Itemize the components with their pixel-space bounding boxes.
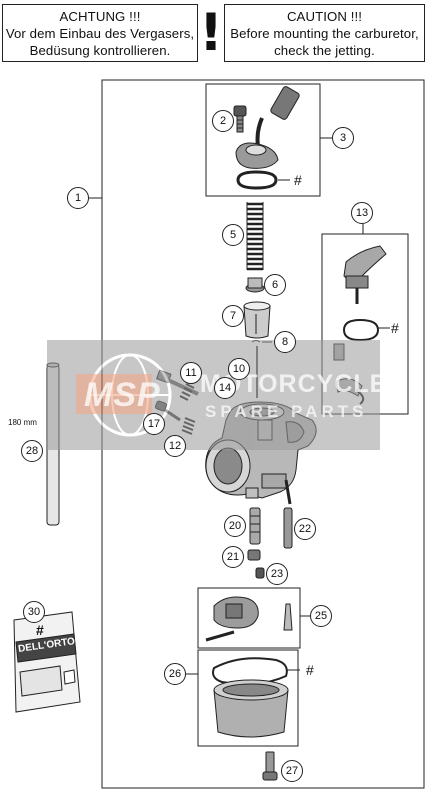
hose-length-label: 180 mm bbox=[8, 418, 37, 427]
warning-exclamation-icon: ! bbox=[199, 3, 223, 63]
watermark-line2: SPARE PARTS bbox=[205, 402, 368, 421]
callout-6: 6 bbox=[264, 274, 286, 296]
packet-hash-mark: # bbox=[36, 622, 44, 638]
group-box-26 bbox=[197, 649, 299, 747]
callout-1: 1 bbox=[67, 187, 89, 209]
warning-title-en: CAUTION !!! bbox=[286, 9, 363, 24]
warning-line2-de: Bedüsung kontrollieren. bbox=[29, 43, 171, 58]
callout-20: 20 bbox=[224, 515, 246, 537]
callout-21: 21 bbox=[222, 546, 244, 568]
warning-line1-en: Before mounting the carburetor, bbox=[230, 26, 419, 41]
callout-13: 13 bbox=[351, 202, 373, 224]
part-21-main-jet bbox=[247, 549, 261, 561]
callout-11: 11 bbox=[180, 362, 202, 384]
warning-line2-en: check the jetting. bbox=[274, 43, 375, 58]
part-26-float-bowl bbox=[212, 657, 300, 738]
part-3-cable-fitting bbox=[235, 86, 300, 190]
hash-mark-3: # bbox=[294, 172, 302, 188]
warning-title-de: ACHTUNG !!! bbox=[59, 9, 141, 24]
callout-17: 17 bbox=[143, 413, 165, 435]
warning-line1-de: Vor dem Einbau des Vergasers, bbox=[5, 26, 195, 41]
callout-26: 26 bbox=[164, 663, 186, 685]
warning-box-german: ACHTUNG !!! Vor dem Einbau des Vergasers… bbox=[2, 4, 198, 62]
part-23-idle-jet bbox=[255, 567, 265, 579]
part-2-screw bbox=[233, 105, 247, 133]
callout-25: 25 bbox=[310, 605, 332, 627]
watermark-logo: MSP bbox=[84, 376, 161, 414]
part-20-emulsion-tube bbox=[249, 507, 261, 545]
part-30-jet-kit-packet bbox=[13, 611, 81, 713]
part-5-spring bbox=[246, 202, 264, 271]
callout-5: 5 bbox=[222, 224, 244, 246]
part-27-drain-screw bbox=[262, 751, 278, 781]
warning-box-english: CAUTION !!! Before mounting the carburet… bbox=[224, 4, 425, 62]
hash-mark-26: # bbox=[306, 662, 314, 678]
part-22-jet bbox=[283, 507, 293, 549]
callout-23: 23 bbox=[266, 563, 288, 585]
part-6-retainer bbox=[245, 277, 265, 293]
group-box-3 bbox=[205, 83, 321, 197]
callout-27: 27 bbox=[281, 760, 303, 782]
callout-28: 28 bbox=[21, 440, 43, 462]
part-7-slide bbox=[243, 301, 271, 339]
watermark-band bbox=[47, 340, 380, 450]
group-box-25 bbox=[197, 587, 301, 649]
callout-14: 14 bbox=[214, 377, 236, 399]
callout-7: 7 bbox=[222, 305, 244, 327]
part-25-float bbox=[205, 596, 293, 642]
callout-12: 12 bbox=[164, 435, 186, 457]
callout-10: 10 bbox=[228, 358, 250, 380]
callout-30: 30 bbox=[23, 601, 45, 623]
hash-mark-13: # bbox=[391, 320, 399, 336]
callout-2: 2 bbox=[212, 110, 234, 132]
callout-3: 3 bbox=[332, 127, 354, 149]
callout-22: 22 bbox=[294, 518, 316, 540]
callout-8: 8 bbox=[274, 331, 296, 353]
